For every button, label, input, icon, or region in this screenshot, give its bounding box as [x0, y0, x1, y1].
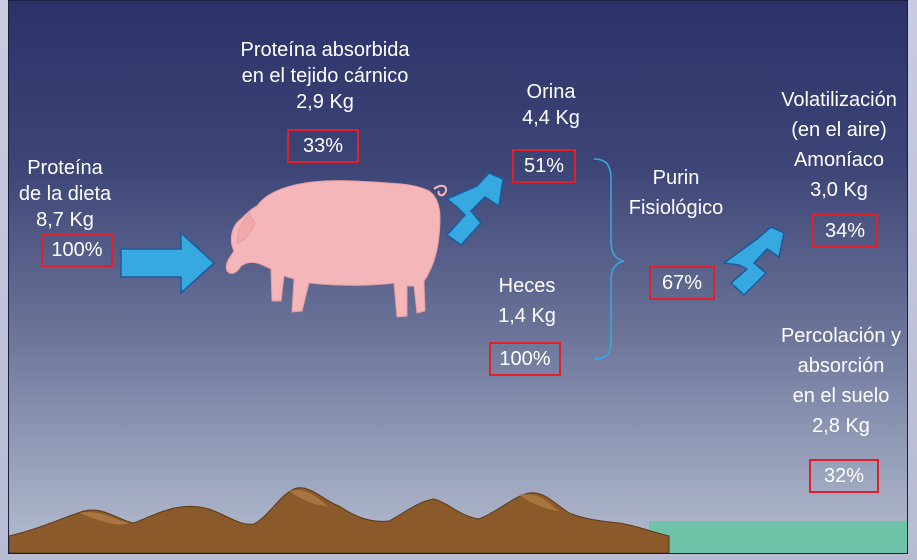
mountain-highlight	[79, 512, 129, 525]
urine-amount: 4,4 Kg	[522, 107, 580, 129]
percolation-percent-box: 32%	[809, 459, 879, 493]
volatilization-percent-box: 34%	[812, 214, 878, 248]
excretion-arrows	[445, 172, 504, 246]
pig-illustration	[225, 180, 447, 318]
diet-percent-box: 100%	[41, 233, 113, 267]
feces-amount: 1,4 Kg	[498, 305, 556, 327]
percolation-label-line2: absorción	[797, 355, 885, 377]
absorbed-label-line2: en el tejido cárnico	[241, 65, 409, 87]
water-strip	[649, 521, 907, 553]
absorbed-label-line1: Proteína absorbida	[240, 39, 410, 61]
percolation-label-line1: Percolación y	[780, 325, 902, 347]
feces-percent-box: 100%	[489, 342, 561, 376]
mountain-highlight	[519, 494, 559, 511]
percolation-amount: 2,8 Kg	[812, 415, 870, 437]
diet-label-line2: de la dieta	[18, 183, 112, 205]
urine-label: Orina	[526, 81, 576, 103]
absorbed-amount: 2,9 Kg	[296, 91, 354, 113]
slurry-label-line2: Fisiológico	[628, 197, 724, 219]
diet-label-line1: Proteína	[27, 157, 103, 179]
percolation-label-line3: en el suelo	[792, 385, 890, 407]
slurry-percent-box: 67%	[649, 266, 715, 300]
mountains	[9, 487, 670, 553]
diagram-panel: Proteína de la dieta 8,7 Kg 100% Proteín…	[8, 0, 908, 554]
urine-percent-box: 51%	[512, 149, 576, 183]
volatilization-amount: 3,0 Kg	[810, 179, 868, 201]
volatilization-label-line3: Amoníaco	[793, 149, 885, 171]
feces-label: Heces	[498, 275, 556, 297]
absorbed-percent-box: 33%	[287, 129, 359, 163]
fate-arrows	[722, 226, 785, 297]
slurry-bracket	[593, 158, 625, 360]
diet-arrow	[120, 231, 216, 295]
diet-amount: 8,7 Kg	[36, 209, 94, 231]
slurry-label-line1: Purin	[652, 167, 700, 189]
diagram-graphics	[9, 158, 907, 553]
volatilization-label-line2: (en el aire)	[791, 119, 887, 141]
volatilization-label-line1: Volatilización	[781, 89, 897, 111]
mountain-highlight	[289, 489, 329, 506]
